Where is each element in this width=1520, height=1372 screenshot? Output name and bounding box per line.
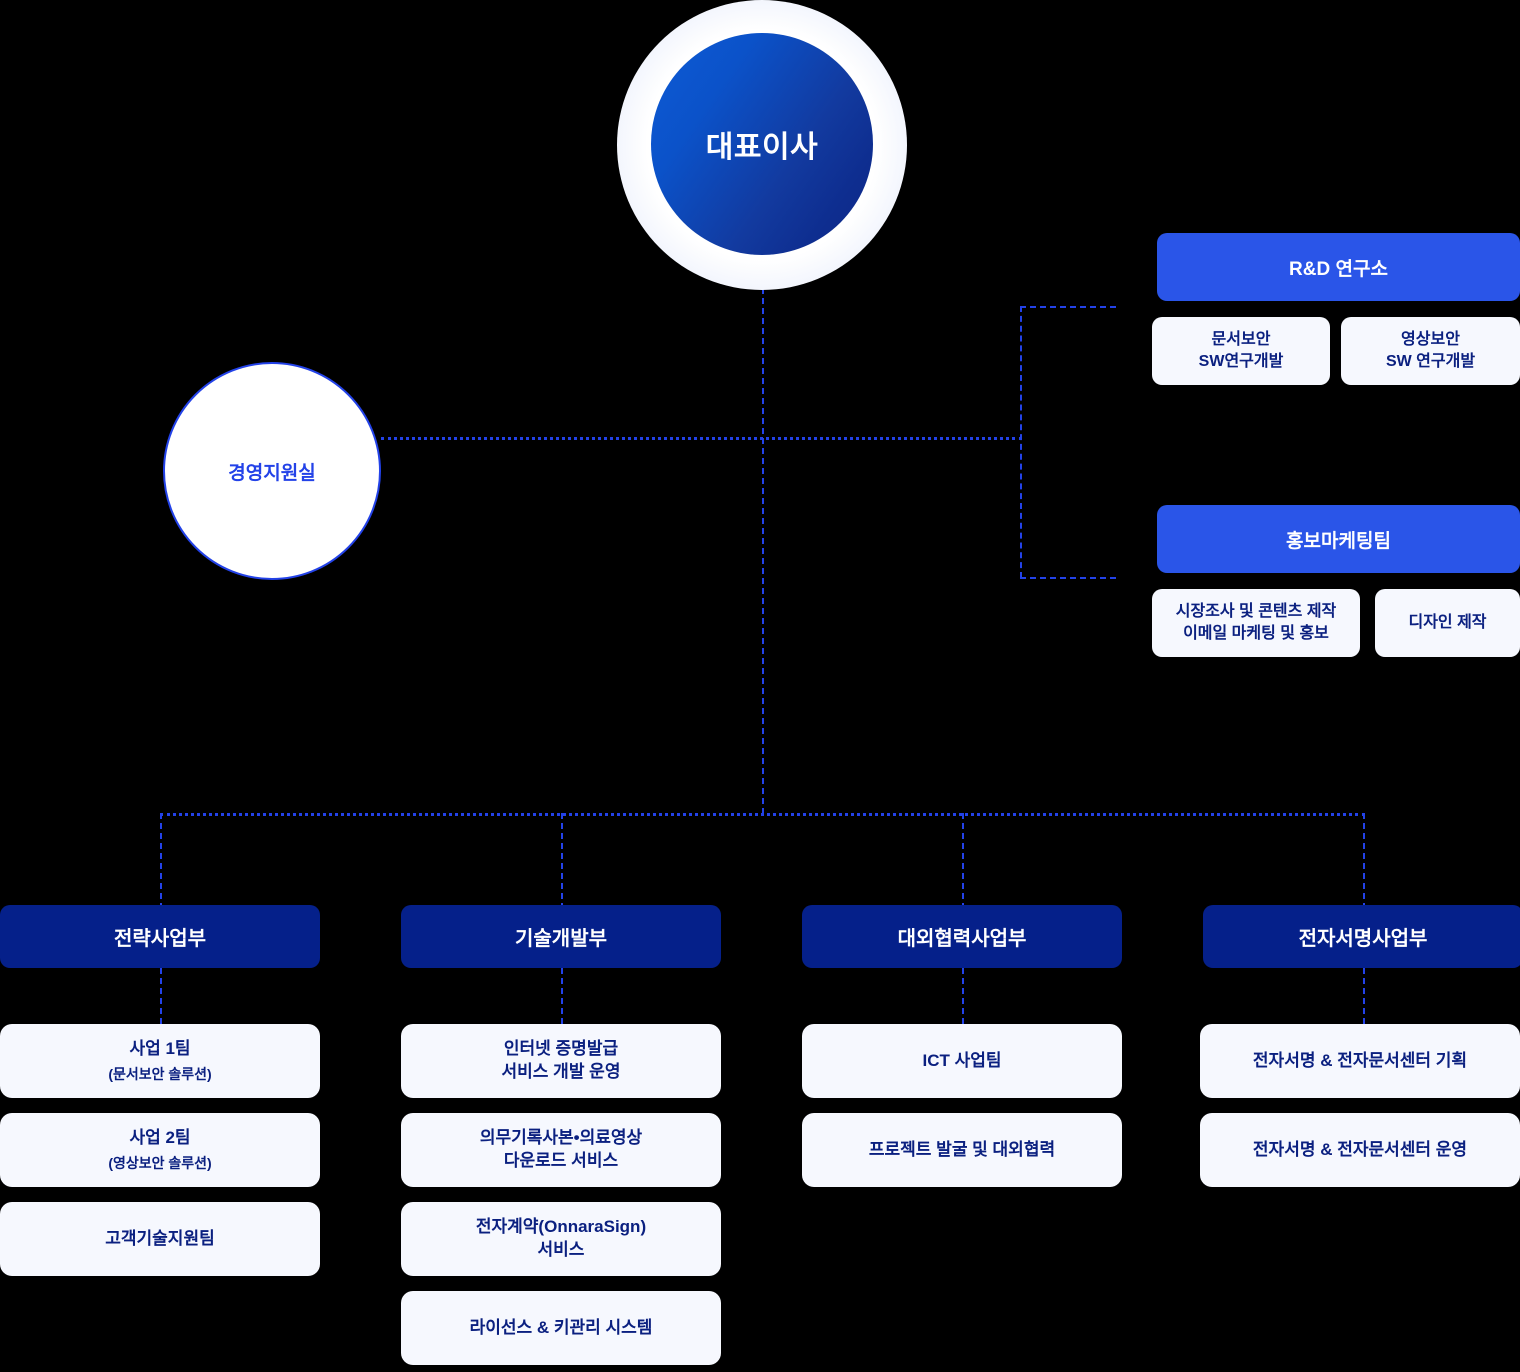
connector-ceo-spine xyxy=(762,288,764,814)
support-office-node[interactable]: 경영지원실 xyxy=(163,362,381,580)
group-item-rnd-2-line2: SW 연구개발 xyxy=(1385,353,1476,370)
group-item-rnd-2-line1: 영상보안 xyxy=(1401,331,1460,349)
department-2-item-2-title: 의무기록사본•의료영상 다운로드 서비스 xyxy=(479,1128,643,1170)
department-4-item-1[interactable]: 전자서명 & 전자문서센터 기획 xyxy=(1200,1024,1520,1098)
group-item-rnd-2[interactable]: 영상보안 SW 연구개발 xyxy=(1341,317,1520,385)
department-2-item-1[interactable]: 인터넷 증명발급 서비스 개발 운영 xyxy=(401,1024,721,1098)
department-2-item-1-title: 인터넷 증명발급 서비스 개발 운영 xyxy=(501,1039,621,1081)
department-4-item-1-title: 전자서명 & 전자문서센터 기획 xyxy=(1252,1050,1468,1070)
department-3-item-2-title: 프로젝트 발굴 및 대외협력 xyxy=(868,1139,1056,1159)
connector-right-riser xyxy=(1020,306,1022,578)
support-office-label: 경영지원실 xyxy=(228,462,316,484)
group-item-rnd-1-line2: SW연구개발 xyxy=(1198,353,1284,370)
department-4-item-2-title: 전자서명 & 전자문서센터 운영 xyxy=(1252,1139,1468,1159)
department-1-item-2-subtitle: (영상보안 솔루션) xyxy=(108,1154,212,1171)
department-2-item-3[interactable]: 전자계약(OnnaraSign) 서비스 xyxy=(401,1202,721,1276)
department-header-3[interactable]: 대외협력사업부 xyxy=(802,905,1122,968)
department-3-item-2[interactable]: 프로젝트 발굴 및 대외협력 xyxy=(802,1113,1122,1187)
department-2-item-4[interactable]: 라이선스 & 키관리 시스템 xyxy=(401,1291,721,1365)
connector-dept-2-items xyxy=(561,968,563,1024)
group-item-rnd-1[interactable]: 문서보안 SW연구개발 xyxy=(1152,317,1330,385)
connector-dept-4-items xyxy=(1363,968,1365,1024)
department-3-item-1[interactable]: ICT 사업팀 xyxy=(802,1024,1122,1098)
department-3-item-1-title: ICT 사업팀 xyxy=(922,1050,1002,1070)
connector-drop-dept-2 xyxy=(561,813,563,909)
connector-support-horizontal xyxy=(381,437,1022,440)
connector-rnd-stub xyxy=(1020,306,1116,308)
department-4-item-2[interactable]: 전자서명 & 전자문서센터 운영 xyxy=(1200,1113,1520,1187)
group-header-marketing-label: 홍보마케팅팀 xyxy=(1286,530,1391,552)
group-header-marketing[interactable]: 홍보마케팅팀 xyxy=(1157,505,1520,573)
connector-marketing-stub xyxy=(1020,577,1116,579)
group-item-marketing-2-line1: 디자인 제작 xyxy=(1408,614,1487,632)
department-2-item-3-title: 전자계약(OnnaraSign) 서비스 xyxy=(475,1217,647,1259)
connector-dept-3-items xyxy=(962,968,964,1024)
ceo-node[interactable]: 대표이사 xyxy=(651,33,873,255)
department-header-1[interactable]: 전략사업부 xyxy=(0,905,320,968)
department-header-1-label: 전략사업부 xyxy=(114,928,206,950)
department-1-item-1-subtitle: (문서보안 솔루션) xyxy=(108,1065,212,1082)
department-header-2[interactable]: 기술개발부 xyxy=(401,905,721,968)
department-1-item-1-title: 사업 1팀 xyxy=(129,1038,191,1058)
connector-drop-dept-1 xyxy=(160,813,162,909)
group-item-marketing-1-line2: 이메일 마케팅 및 홍보 xyxy=(1183,625,1329,642)
department-1-item-2-title: 사업 2팀 xyxy=(129,1127,191,1147)
group-item-marketing-1-line1: 시장조사 및 콘텐츠 제작 xyxy=(1175,603,1337,621)
department-header-4[interactable]: 전자서명사업부 xyxy=(1203,905,1520,968)
department-1-item-2[interactable]: 사업 2팀 (영상보안 솔루션) xyxy=(0,1113,320,1187)
department-1-item-3[interactable]: 고객기술지원팀 xyxy=(0,1202,320,1276)
department-1-item-1[interactable]: 사업 1팀 (문서보안 솔루션) xyxy=(0,1024,320,1098)
group-item-rnd-1-line1: 문서보안 xyxy=(1211,331,1271,349)
department-1-item-3-title: 고객기술지원팀 xyxy=(105,1228,215,1248)
department-header-2-label: 기술개발부 xyxy=(515,928,607,950)
group-header-rnd[interactable]: R&D 연구소 xyxy=(1157,233,1520,301)
department-header-3-label: 대외협력사업부 xyxy=(897,928,1027,950)
ceo-label: 대표이사 xyxy=(705,131,819,164)
connector-departments-bar xyxy=(160,813,1365,816)
department-header-4-label: 전자서명사업부 xyxy=(1298,928,1428,950)
department-2-item-4-title: 라이선스 & 키관리 시스템 xyxy=(469,1317,653,1337)
connector-drop-dept-4 xyxy=(1363,813,1365,909)
connector-drop-dept-3 xyxy=(962,813,964,909)
group-item-marketing-2[interactable]: 디자인 제작 xyxy=(1375,589,1520,657)
connector-dept-1-items xyxy=(160,968,162,1024)
group-header-rnd-label: R&D 연구소 xyxy=(1289,258,1388,280)
department-2-item-2[interactable]: 의무기록사본•의료영상 다운로드 서비스 xyxy=(401,1113,721,1187)
group-item-marketing-1[interactable]: 시장조사 및 콘텐츠 제작 이메일 마케팅 및 홍보 xyxy=(1152,589,1360,657)
